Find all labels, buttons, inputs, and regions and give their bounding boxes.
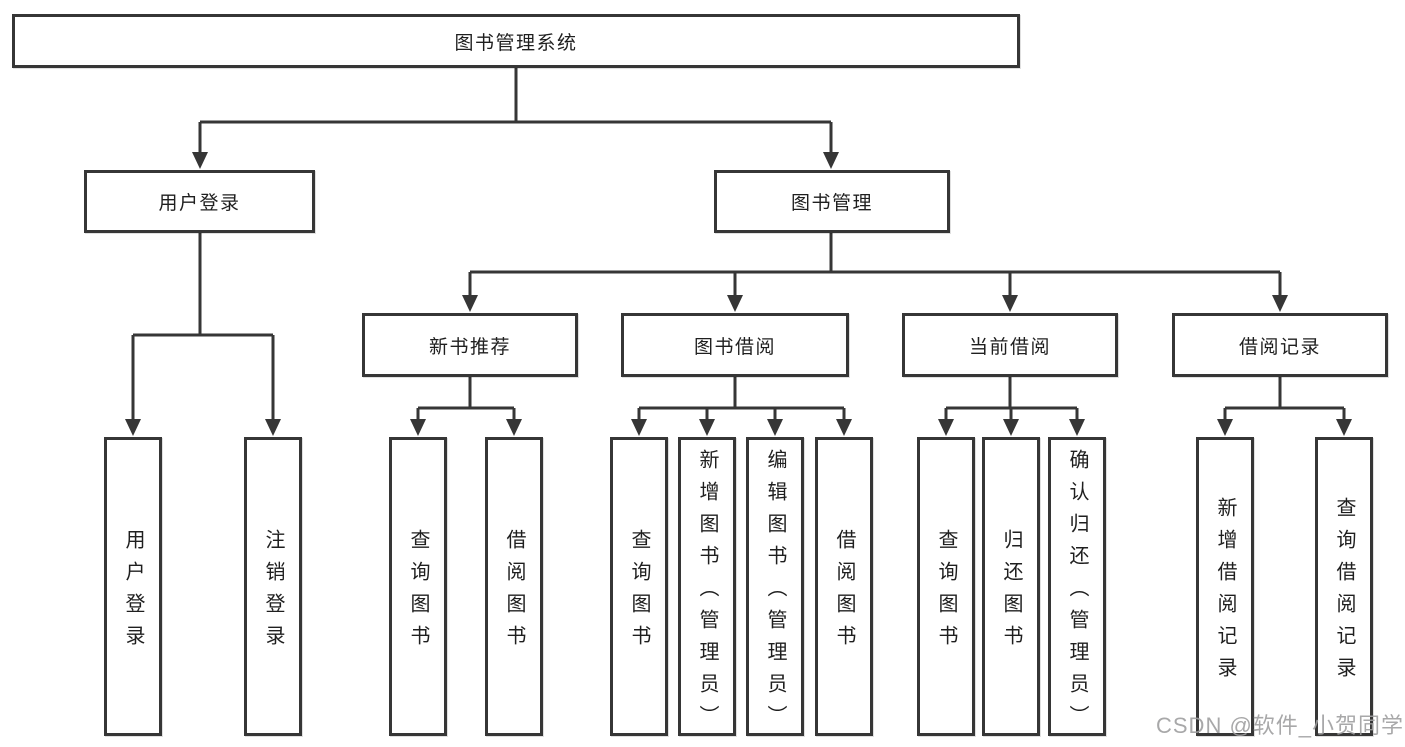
node-query-books-current: 查询图书: [917, 437, 975, 736]
node-book-borrowing: 图书借阅: [621, 313, 849, 377]
node-label: 注销登录: [262, 528, 284, 657]
node-label: 查询图书: [407, 528, 429, 657]
node-label: 图书借阅: [693, 336, 776, 358]
node-label: 新增图书（管理员）: [696, 448, 718, 737]
node-edit-books-admin: 编辑图书（管理员）: [746, 437, 804, 737]
node-label: 图书管理: [790, 193, 873, 214]
node-label: 查询借阅记录: [1333, 496, 1355, 689]
node-label: 新书推荐: [428, 336, 511, 358]
node-query-books-recommend: 查询图书: [389, 437, 447, 736]
node-library-management-system: 图书管理系统: [12, 14, 1020, 68]
node-query-borrow-record: 查询借阅记录: [1315, 437, 1373, 736]
node-user-login: 用户登录: [104, 437, 162, 736]
node-label: 借阅图书: [833, 528, 855, 657]
node-current-borrowing: 当前借阅: [902, 313, 1118, 377]
arrow-shafts: [131, 122, 1346, 420]
node-return-books: 归还图书: [982, 437, 1040, 736]
node-label: 查询图书: [935, 528, 957, 657]
node-label: 查询图书: [628, 528, 650, 657]
node-borrowing-records: 借阅记录: [1172, 313, 1388, 377]
node-label: 确认归还（管理员）: [1066, 448, 1088, 737]
node-borrow-books-recommend: 借阅图书: [485, 437, 543, 736]
node-logout: 注销登录: [244, 437, 302, 736]
node-label: 用户登录: [158, 193, 241, 214]
node-label: 借阅记录: [1238, 336, 1321, 358]
node-label: 新增借阅记录: [1214, 496, 1236, 689]
node-user-login-group: 用户登录: [84, 170, 315, 233]
node-add-books-admin: 新增图书（管理员）: [678, 437, 736, 737]
node-query-books-borrow: 查询图书: [610, 437, 668, 736]
node-add-borrow-record: 新增借阅记录: [1196, 437, 1254, 736]
node-label: 当前借阅: [968, 336, 1051, 358]
csdn-watermark: CSDN @软件_小贺同学: [1156, 713, 1405, 738]
node-new-book-recommendation: 新书推荐: [362, 313, 578, 377]
node-label: 归还图书: [1000, 528, 1022, 657]
node-label: 编辑图书（管理员）: [764, 448, 786, 737]
node-label: 借阅图书: [503, 528, 525, 657]
node-label: 用户登录: [122, 528, 144, 657]
node-label: 图书管理系统: [454, 32, 578, 54]
node-book-management-group: 图书管理: [714, 170, 950, 233]
tree-edges: [133, 68, 1344, 410]
node-borrow-books: 借阅图书: [815, 437, 873, 736]
node-confirm-return-admin: 确认归还（管理员）: [1048, 437, 1106, 737]
